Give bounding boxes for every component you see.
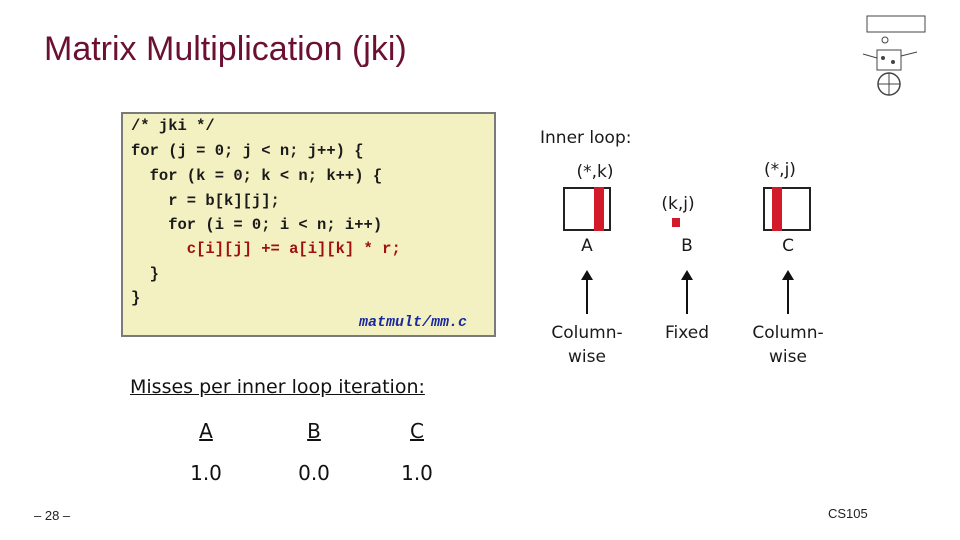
slide-number: – 28 –: [34, 508, 71, 523]
matrix-c-index: (*,j): [764, 160, 796, 180]
matrix-a-column-highlight: [594, 187, 604, 231]
arrow-up-icon: [681, 270, 693, 280]
misses-column-a: A: [199, 419, 213, 443]
arrow-up-icon: [581, 270, 593, 280]
matrix-a-access-line2: wise: [568, 347, 606, 367]
misses-value-b: 0.0: [298, 461, 330, 485]
misses-heading: Misses per inner loop iteration:: [130, 376, 425, 398]
arrow-shaft: [586, 278, 588, 314]
source-filename: matmult/mm.c: [359, 314, 468, 331]
matrix-b-label: B: [681, 236, 693, 256]
matrix-b-element-highlight: [672, 218, 680, 227]
matrix-a-label: A: [581, 236, 593, 256]
code-line: for (i = 0; i < n; i++): [131, 216, 383, 234]
code-line-inner-statement: c[i][j] += a[i][k] * r;: [131, 240, 401, 258]
matrix-c-column-highlight: [772, 187, 782, 231]
matrix-c-access: Column-: [752, 323, 824, 343]
code-line: }: [131, 289, 141, 307]
misses-column-b: B: [307, 419, 321, 443]
code-line: /* jki */: [131, 117, 215, 135]
matrix-a-access: Column-: [551, 323, 623, 343]
arrow-shaft: [787, 278, 789, 314]
code-line: r = b[k][j];: [131, 192, 280, 210]
misses-column-c: C: [410, 419, 424, 443]
hmc-cs-logo: [855, 10, 930, 100]
arrow-up-icon: [782, 270, 794, 280]
matrix-c-access-line2: wise: [769, 347, 807, 367]
code-line: for (k = 0; k < n; k++) {: [131, 167, 383, 185]
misses-value-c: 1.0: [401, 461, 433, 485]
slide-title: Matrix Multiplication (jki): [44, 30, 407, 68]
misses-value-a: 1.0: [190, 461, 222, 485]
code-line: for (j = 0; j < n; j++) {: [131, 142, 364, 160]
matrix-c-diagram: [763, 187, 811, 231]
code-panel: /* jki */ for (j = 0; j < n; j++) { for …: [121, 112, 496, 337]
inner-loop-heading: Inner loop:: [540, 128, 632, 148]
matrix-c-label: C: [782, 236, 794, 256]
matrix-b-access: Fixed: [664, 323, 710, 343]
course-label: CS105: [828, 506, 868, 521]
code-line: }: [131, 265, 159, 283]
arrow-shaft: [686, 278, 688, 314]
matrix-a-index: (*,k): [576, 162, 614, 182]
matrix-b-index: (k,j): [661, 194, 695, 214]
